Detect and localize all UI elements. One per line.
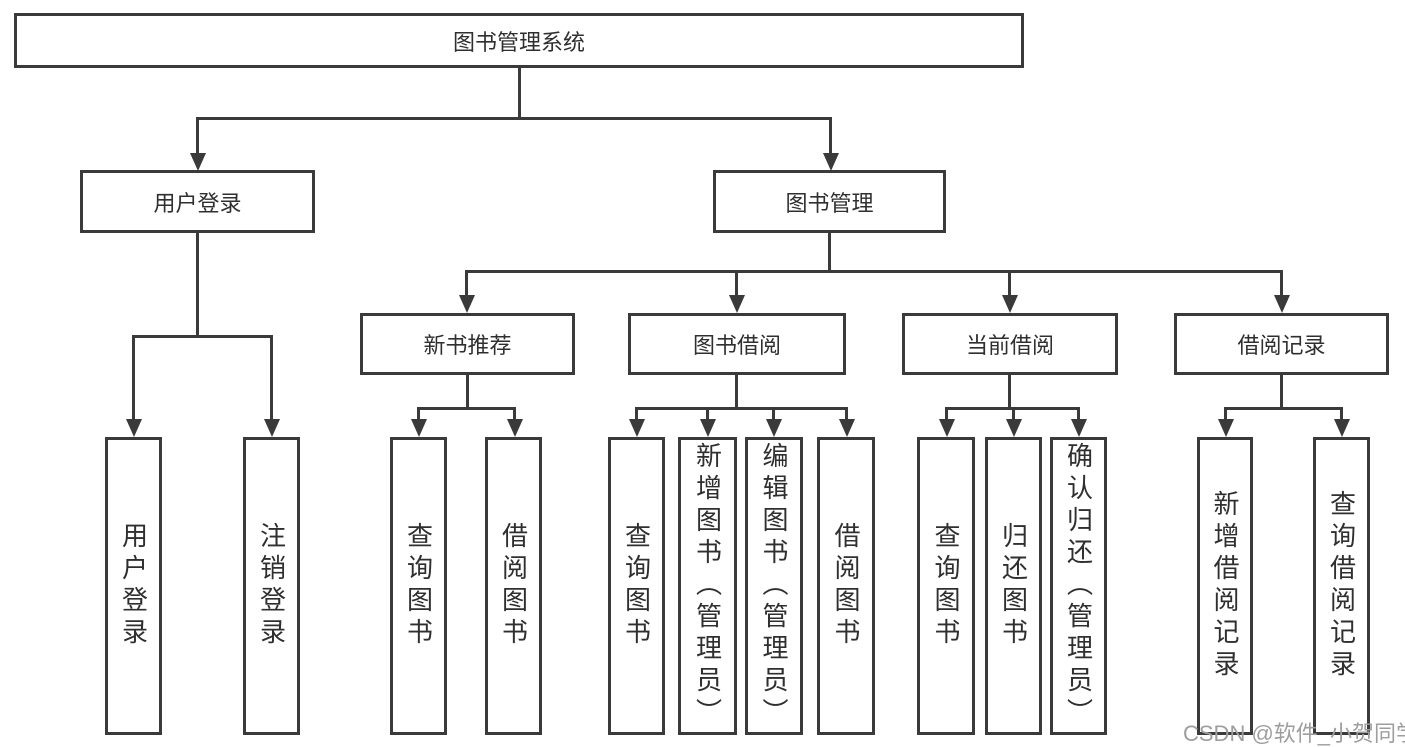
connector-vline [828, 233, 831, 273]
node-label: 图书借阅 [692, 333, 781, 358]
leaf-current-confirm-return-admin: 确认归还（管理员） [1050, 437, 1107, 735]
node-label: 借阅记录 [1237, 333, 1326, 358]
node-new-book-recommend: 新书推荐 [360, 313, 575, 375]
connector-vline [1012, 407, 1015, 421]
node-book-management: 图书管理 [713, 170, 946, 233]
node-label: 归还图书 [998, 522, 1029, 650]
leaf-recommend-borrow-books: 借阅图书 [485, 437, 542, 735]
node-label: 查询借阅记录 [1326, 490, 1357, 682]
node-label: 查询图书 [621, 522, 652, 650]
connector-vline [1280, 270, 1283, 297]
arrow-down-icon [411, 419, 427, 437]
node-label: 新书推荐 [423, 333, 512, 358]
arrow-down-icon [1334, 419, 1350, 437]
arrow-down-icon [1006, 419, 1022, 437]
node-label: 图书管理系统 [452, 29, 585, 55]
leaf-records-add-record: 新增借阅记录 [1197, 437, 1253, 735]
arrow-down-icon [823, 153, 839, 171]
connector-vline [417, 407, 420, 421]
leaf-borrow-add-books-admin: 新增图书（管理员） [678, 437, 737, 735]
arrow-down-icon [839, 419, 855, 437]
node-label: 借阅图书 [831, 522, 861, 650]
connector-vline [466, 375, 469, 410]
leaf-records-query-record: 查询借阅记录 [1313, 437, 1370, 735]
connector-hline [132, 335, 273, 338]
arrow-down-icon [1218, 419, 1234, 437]
watermark: CSDN @软件_小贺同学 [1183, 721, 1405, 746]
connector-vline [196, 117, 199, 155]
node-current-borrow: 当前借阅 [902, 313, 1118, 375]
leaf-current-return-books: 归还图书 [985, 437, 1042, 735]
connector-vline [513, 407, 516, 421]
node-label: 借阅图书 [498, 522, 529, 650]
connector-vline [1008, 270, 1011, 297]
node-label: 编辑图书（管理员） [759, 442, 789, 730]
connector-hline [635, 407, 848, 410]
connector-hline [465, 270, 1283, 273]
connector-hline [417, 407, 516, 410]
arrow-down-icon [1002, 295, 1018, 313]
arrow-down-icon [264, 419, 280, 437]
node-label: 查询图书 [403, 522, 434, 650]
arrow-down-icon [729, 295, 745, 313]
node-label: 图书管理 [785, 190, 874, 216]
leaf-logout: 注销登录 [243, 437, 300, 735]
leaf-recommend-query-books: 查询图书 [390, 437, 447, 735]
connector-vline [196, 233, 199, 338]
arrow-down-icon [1071, 419, 1087, 437]
node-label: 查询图书 [931, 522, 961, 650]
arrow-down-icon [1274, 295, 1290, 313]
node-label: 新增借阅记录 [1210, 490, 1240, 682]
connector-vline [1077, 407, 1080, 421]
connector-vline [465, 270, 468, 297]
connector-vline [829, 117, 832, 155]
leaf-borrow-borrow-books: 借阅图书 [817, 437, 875, 735]
node-label: 用户登录 [118, 522, 149, 650]
connector-vline [270, 335, 273, 421]
connector-vline [845, 407, 848, 421]
arrow-down-icon [700, 419, 716, 437]
connector-hline [1224, 407, 1343, 410]
connector-vline [1280, 375, 1283, 410]
connector-vline [1340, 407, 1343, 421]
connector-vline [735, 270, 738, 297]
node-label: 当前借阅 [965, 333, 1054, 358]
arrow-down-icon [766, 419, 782, 437]
connector-hline [196, 117, 832, 120]
leaf-borrow-query-books: 查询图书 [608, 437, 665, 735]
arrow-down-icon [629, 419, 645, 437]
connector-vline [132, 335, 135, 421]
node-label: 确认归还（管理员） [1063, 442, 1094, 730]
node-label: 注销登录 [256, 522, 287, 650]
node-label: 新增图书（管理员） [692, 442, 723, 730]
connector-vline [945, 407, 948, 421]
node-book-borrow: 图书借阅 [628, 313, 846, 375]
leaf-borrow-edit-books-admin: 编辑图书（管理员） [745, 437, 803, 735]
connector-vline [1224, 407, 1227, 421]
node-borrow-records: 借阅记录 [1174, 313, 1389, 375]
connector-vline [706, 407, 709, 421]
connector-vline [772, 407, 775, 421]
node-user-login: 用户登录 [80, 170, 315, 233]
arrow-down-icon [507, 419, 523, 437]
leaf-current-query-books: 查询图书 [917, 437, 975, 735]
arrow-down-icon [459, 295, 475, 313]
connector-vline [518, 68, 521, 118]
arrow-down-icon [126, 419, 142, 437]
connector-vline [735, 375, 738, 410]
arrow-down-icon [190, 153, 206, 171]
arrow-down-icon [939, 419, 955, 437]
node-library-management-system: 图书管理系统 [14, 13, 1024, 68]
connector-vline [1008, 375, 1011, 410]
leaf-user-login: 用户登录 [105, 437, 162, 735]
connector-vline [635, 407, 638, 421]
node-label: 用户登录 [153, 190, 242, 216]
